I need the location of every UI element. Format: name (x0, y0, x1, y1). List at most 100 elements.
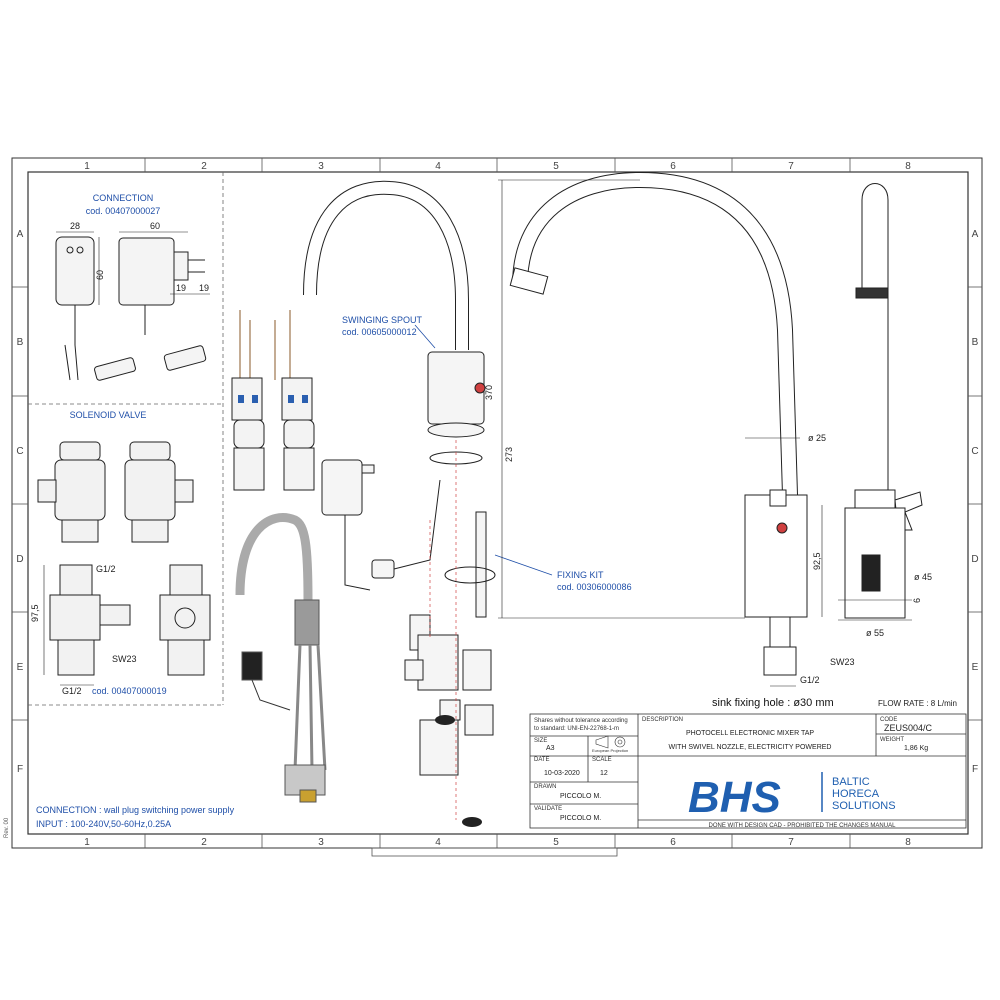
col-label-top: 6 (670, 161, 676, 172)
validate-label: VALIDATE (534, 806, 562, 812)
logo-mark: BHS (688, 773, 781, 822)
dim-label: SW23 (830, 657, 855, 667)
panel-dividers (28, 172, 224, 706)
front-elevation-drawing (838, 183, 923, 621)
solenoid-dim-lines (43, 565, 94, 686)
scale-value: 12 (600, 770, 608, 777)
logo-line: BALTIC (832, 776, 870, 788)
title-block-footer: DONE WITH DESIGN CAD - PROHIBITED THE CH… (709, 823, 897, 829)
side-elevation-drawing (498, 171, 823, 687)
connection-code: cod. 00407000027 (86, 206, 161, 216)
solenoid-valve-drawing (37, 441, 211, 676)
logo-line: HORECA (832, 788, 880, 800)
spout-leader (414, 324, 436, 349)
assembly-preview-drawing (235, 513, 327, 803)
revision-label: Rev. 00 (4, 817, 10, 838)
row-label-right: B (972, 337, 979, 348)
date-value: 10-03-2020 (544, 770, 580, 777)
col-label-top: 8 (905, 161, 911, 172)
solenoid-code: cod. 00407000019 (92, 686, 167, 696)
date-label: DATE (534, 757, 550, 763)
description-line-1: PHOTOCELL ELECTRONIC MIXER TAP (686, 730, 814, 737)
col-label-top: 1 (84, 161, 90, 172)
description-label: DESCRIPTION (642, 717, 683, 723)
col-label-bottom: 3 (318, 837, 324, 848)
weight-label: WEIGHT (880, 737, 904, 743)
col-label-bottom: 5 (553, 837, 559, 848)
solenoid-title: SOLENOID VALVE (70, 410, 147, 420)
row-label-right: C (971, 446, 978, 457)
size-label: SIZE (534, 738, 547, 744)
wiring-detail-drawing (231, 310, 315, 491)
col-label-top: 2 (201, 161, 207, 172)
code-label: CODE (880, 717, 897, 723)
dim-label: G1/2 (800, 675, 820, 685)
logo-line: SOLUTIONS (832, 800, 896, 812)
row-label-right: A (972, 229, 979, 240)
bhs-logo: BHS BALTIC HORECA SOLUTIONS (688, 772, 896, 822)
exploded-view-drawing (303, 180, 496, 776)
col-label-top: 7 (788, 161, 794, 172)
title-block-frame (529, 713, 967, 829)
tolerance-text: to standard: UNI-EN-22768-1-m (534, 726, 619, 732)
dim-label: ø 25 (808, 433, 826, 443)
fixing-kit-code: cod. 00306000086 (557, 582, 632, 592)
scale-label: SCALE (592, 757, 612, 763)
dim-label: 97,5 (30, 604, 40, 622)
col-label-bottom: 7 (788, 837, 794, 848)
fixing-kit-leader (494, 554, 553, 576)
power-adapter-drawing (55, 236, 207, 381)
dim-label: G1/2 (96, 564, 116, 574)
row-label-right: D (971, 554, 978, 565)
dim-label: 370 (484, 385, 494, 400)
row-label-left: C (16, 446, 23, 457)
description-line-2: WITH SWIVEL NOZZLE, ELECTRICITY POWERED (669, 744, 832, 751)
dim-label: 28 (70, 221, 80, 231)
bottom-tab (371, 847, 618, 857)
row-label-right: F (972, 764, 978, 775)
size-value: A3 (546, 745, 555, 752)
col-label-top: 5 (553, 161, 559, 172)
dim-label: 92,5 (812, 552, 822, 570)
row-label-left: F (17, 764, 23, 775)
dim-label: 19 (199, 283, 209, 293)
dim-label: 273 (504, 447, 514, 462)
col-label-bottom: 8 (905, 837, 911, 848)
tolerance-text: Shares without tolerance according (534, 718, 628, 724)
dim-label: 60 (95, 270, 105, 280)
sink-hole-note: sink fixing hole : ø30 mm (712, 697, 834, 709)
dim-label: G1/2 (62, 686, 82, 696)
col-label-bottom: 6 (670, 837, 676, 848)
dim-label: ø 55 (866, 628, 884, 638)
projection-icon (595, 735, 626, 749)
row-label-left: B (17, 337, 24, 348)
row-label-left: D (16, 554, 23, 565)
dim-label: 60 (150, 221, 160, 231)
dim-label: 19 (176, 283, 186, 293)
col-label-bottom: 2 (201, 837, 207, 848)
assembly-centerlines (429, 440, 457, 820)
connection-dim-lines (56, 231, 210, 305)
col-label-bottom: 4 (435, 837, 441, 848)
col-label-top: 4 (435, 161, 441, 172)
row-label-left: E (17, 662, 24, 673)
validate-value: PICCOLO M. (560, 815, 601, 822)
row-label-right: E (972, 662, 979, 673)
col-label-bottom: 1 (84, 837, 90, 848)
product-code: ZEUS004/C (884, 723, 933, 733)
gasket-rings (435, 715, 482, 827)
flow-rate-note: FLOW RATE : 8 L/min (878, 699, 957, 708)
inner-frame (27, 171, 969, 835)
grid-ticks (12, 158, 982, 848)
terminal-markers (238, 395, 308, 403)
dim-label: 6 (912, 598, 922, 603)
weight-value: 1,86 Kg (904, 745, 928, 752)
connection-title: CONNECTION (93, 193, 154, 203)
input-note: INPUT : 100-240V,50-60Hz,0.25A (36, 819, 171, 829)
col-label-top: 3 (318, 161, 324, 172)
row-label-left: A (17, 229, 24, 240)
dim-label: ø 45 (914, 572, 932, 582)
spout-title: SWINGING SPOUT (342, 315, 423, 325)
fixing-kit-title: FIXING KIT (557, 570, 604, 580)
